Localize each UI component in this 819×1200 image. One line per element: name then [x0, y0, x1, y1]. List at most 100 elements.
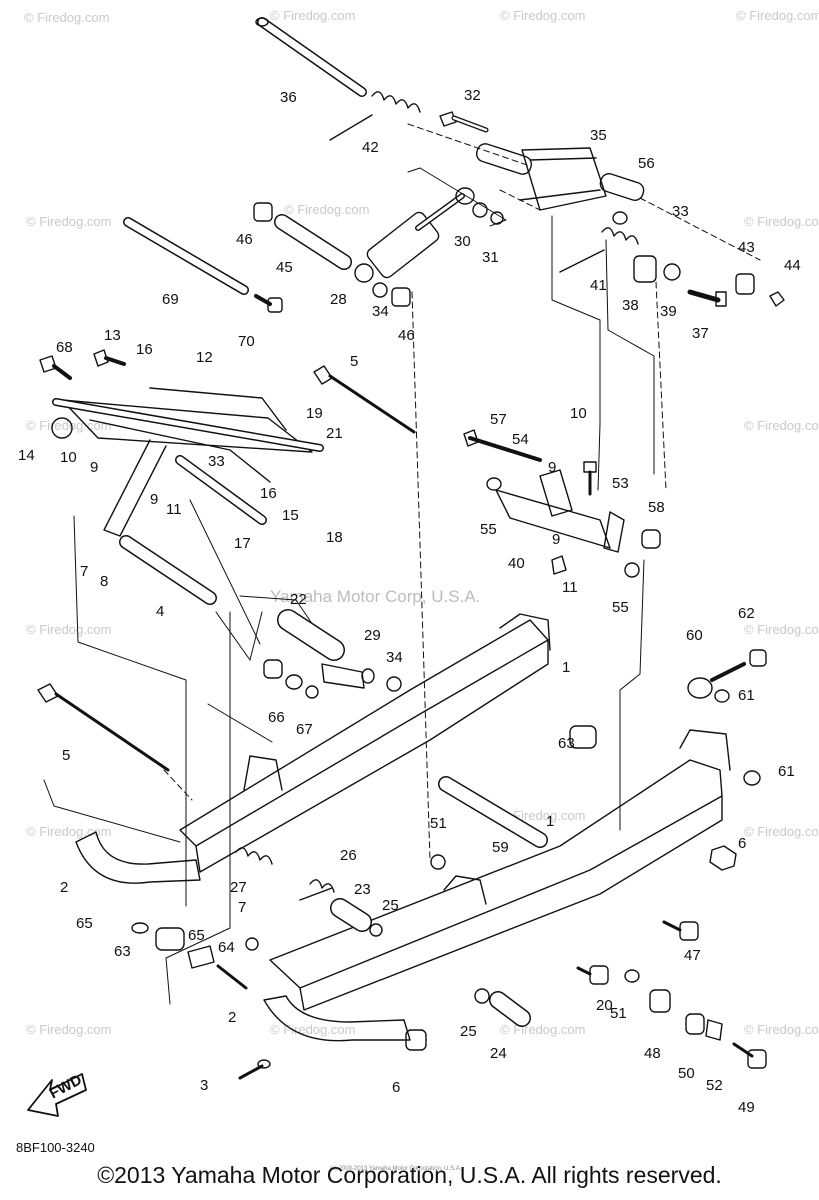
watermark: © Firedog.com [284, 202, 369, 217]
callout-number: 23 [354, 881, 371, 898]
callout-number: 55 [480, 521, 497, 538]
callout-number: 66 [268, 709, 285, 726]
watermark: © Firedog.com [270, 8, 355, 23]
callout-number: 34 [372, 303, 389, 320]
callout-number: 6 [392, 1079, 400, 1096]
callout-number: 22 [290, 591, 307, 608]
watermark-layer: © Firedog.com © Firedog.com © Firedog.com ©… [24, 8, 819, 1037]
callout-number: 14 [18, 447, 35, 464]
callout-number: 20 [596, 997, 613, 1014]
watermark: © Firedog.com [744, 1022, 819, 1037]
callout-number: 12 [196, 349, 213, 366]
bushing-24 [489, 991, 531, 1027]
shaft-69 [123, 217, 249, 295]
callout-number: 11 [166, 501, 182, 518]
shaft-59 [438, 776, 548, 848]
nut-6-lower [405, 1029, 427, 1051]
callout-number: 10 [60, 449, 77, 466]
callout-number: 51 [610, 1005, 627, 1022]
callout-number: 59 [492, 839, 509, 856]
document-number: 8BF100-3240 [16, 1140, 95, 1155]
callout-number: 7 [238, 899, 246, 916]
callout-number: 31 [482, 249, 499, 266]
bolt-20 [474, 965, 640, 1004]
right-arm-54 [463, 429, 661, 578]
callout-number: 21 [326, 425, 343, 442]
spring-26 [299, 879, 335, 901]
callout-number: 18 [326, 529, 343, 546]
spring-27 [235, 847, 273, 865]
callout-number: 26 [340, 847, 357, 864]
bushing-22 [277, 609, 345, 661]
runner-front-2-upper [75, 831, 201, 884]
callout-number: 15 [282, 507, 299, 524]
callout-number: 28 [330, 291, 347, 308]
callout-number: 5 [62, 747, 70, 764]
callout-number: 2 [60, 879, 68, 896]
long-bolt-5-lower [37, 683, 170, 772]
callout-number: 61 [778, 763, 795, 780]
callout-number: 52 [706, 1077, 723, 1094]
rubber-block-29 [321, 663, 402, 692]
callout-number: 27 [230, 879, 247, 896]
callout-number: 17 [234, 535, 251, 552]
bushing-23 [330, 898, 383, 937]
callout-number: 68 [56, 339, 73, 356]
callout-number: 55 [612, 599, 629, 616]
watermark: © Firedog.com [500, 1022, 585, 1037]
callout-number: 39 [660, 303, 677, 320]
bracket-63-right [569, 725, 597, 749]
callout-number: 24 [490, 1045, 507, 1062]
left-slide-rail [179, 613, 551, 873]
callout-number: 13 [104, 327, 121, 344]
callout-number: 25 [460, 1023, 477, 1040]
callout-number: 4 [156, 603, 164, 620]
callout-number: 34 [386, 649, 403, 666]
callout-number: 33 [672, 203, 689, 220]
callout-number: 60 [686, 627, 703, 644]
watermark: © Firedog.com [744, 622, 819, 637]
watermark: © Firedog.com [26, 824, 111, 839]
callout-number: 1 [546, 813, 554, 830]
callout-number: 43 [738, 239, 755, 256]
bolt-32 [439, 111, 489, 133]
leader-lines [163, 123, 761, 861]
spring-42 [329, 91, 421, 141]
callout-number: 8 [100, 573, 108, 590]
callout-number: 1 [562, 659, 570, 676]
callout-number: 9 [90, 459, 98, 476]
bolt-60 [687, 649, 767, 786]
callout-number: 11 [562, 579, 578, 596]
exploded-parts-diagram: © Firedog.com © Firedog.com © Firedog.com ©… [18, 8, 819, 1117]
bushings [372, 202, 785, 307]
callout-number: 63 [114, 943, 131, 960]
callout-number: 36 [280, 89, 297, 106]
center-watermark: Yamaha Motor Corp, U.S.A. [270, 587, 480, 606]
fwd-label: FWD [47, 1071, 85, 1102]
callout-number: 5 [350, 353, 358, 370]
watermark: © Firedog.com [744, 418, 819, 433]
callout-number: 54 [512, 431, 529, 448]
callout-number: 33 [208, 453, 225, 470]
watermark: © Firedog.com [26, 214, 111, 229]
callout-number: 7 [80, 563, 88, 580]
callout-number: 25 [382, 897, 399, 914]
right-slide-rail [269, 729, 731, 1011]
bolt-68 [39, 355, 72, 380]
callout-number: 56 [638, 155, 655, 172]
callout-number: 40 [508, 555, 525, 572]
watermark: © Firedog.com [24, 10, 109, 25]
callout-number: 61 [738, 687, 755, 704]
watermark: © Firedog.com [270, 1022, 355, 1037]
callout-number: 35 [590, 127, 607, 144]
long-bolt-5-upper [313, 365, 416, 434]
bolt-10-right [583, 461, 597, 496]
collars-66-67 [263, 659, 319, 699]
watermark: © Firedog.com [26, 622, 111, 637]
watermark: © Firedog.com [500, 808, 585, 823]
callout-number: 64 [218, 939, 235, 956]
callout-number: 50 [678, 1065, 695, 1082]
bolt-47 [662, 920, 699, 941]
bolt-13 [93, 349, 126, 367]
callout-number: 6 [738, 835, 746, 852]
